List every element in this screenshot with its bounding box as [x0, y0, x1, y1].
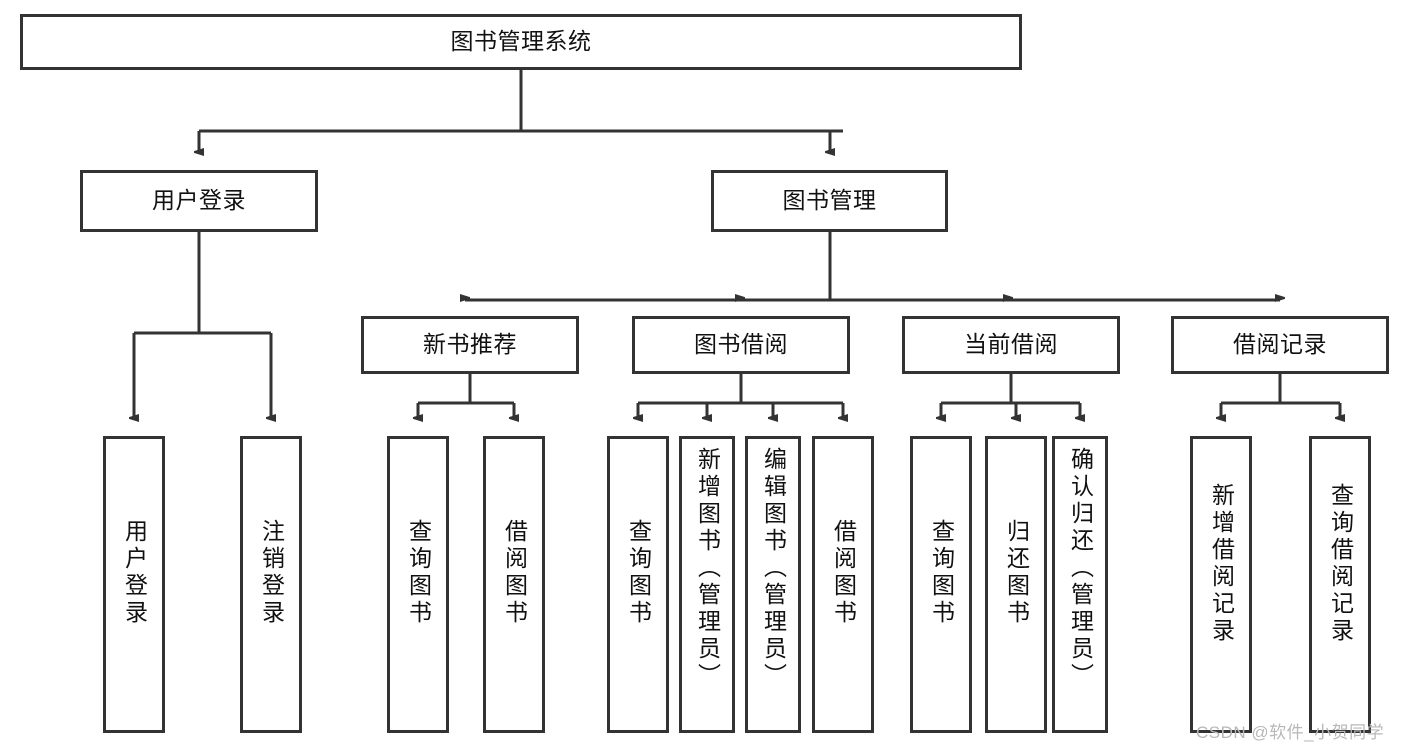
node-new-book-rec-label: 新书推荐: [423, 331, 517, 358]
node-leaf-edit-book-label: 编辑图书（管理员）: [760, 447, 787, 690]
node-leaf-user-login-label: 用户登录: [121, 519, 148, 627]
node-leaf-borrow-book-1[interactable]: 借阅图书: [483, 436, 545, 733]
node-root[interactable]: 图书管理系统: [20, 14, 1022, 70]
node-leaf-query-record[interactable]: 查询借阅记录: [1309, 436, 1371, 733]
node-leaf-add-record[interactable]: 新增借阅记录: [1190, 436, 1252, 733]
node-book-manage[interactable]: 图书管理: [711, 170, 948, 232]
node-leaf-logout-label: 注销登录: [258, 519, 285, 627]
node-leaf-query-book-1[interactable]: 查询图书: [387, 436, 449, 733]
node-leaf-borrow-book-2-label: 借阅图书: [830, 519, 857, 627]
node-leaf-edit-book[interactable]: 编辑图书（管理员）: [745, 436, 801, 733]
node-leaf-query-book-2-label: 查询图书: [625, 519, 652, 627]
node-leaf-add-record-label: 新增借阅记录: [1208, 483, 1235, 645]
node-leaf-query-book-1-label: 查询图书: [405, 519, 432, 627]
node-book-borrow-label: 图书借阅: [694, 331, 788, 358]
node-borrow-record[interactable]: 借阅记录: [1171, 316, 1389, 374]
node-user-login[interactable]: 用户登录: [80, 170, 318, 232]
node-leaf-query-book-3-label: 查询图书: [928, 519, 955, 627]
node-root-label: 图书管理系统: [450, 28, 592, 55]
node-leaf-borrow-book-2[interactable]: 借阅图书: [812, 436, 874, 733]
node-leaf-borrow-book-1-label: 借阅图书: [501, 519, 528, 627]
node-leaf-confirm-return[interactable]: 确认归还（管理员）: [1052, 436, 1108, 733]
node-leaf-return-book-label: 归还图书: [1003, 519, 1030, 627]
node-leaf-query-record-label: 查询借阅记录: [1327, 483, 1354, 645]
node-leaf-confirm-return-label: 确认归还（管理员）: [1067, 447, 1094, 690]
node-leaf-query-book-3[interactable]: 查询图书: [910, 436, 972, 733]
node-book-manage-label: 图书管理: [782, 187, 877, 214]
node-leaf-user-login[interactable]: 用户登录: [103, 436, 165, 733]
node-leaf-logout[interactable]: 注销登录: [240, 436, 302, 733]
node-leaf-return-book[interactable]: 归还图书: [985, 436, 1047, 733]
node-current-borrow[interactable]: 当前借阅: [902, 316, 1120, 374]
node-leaf-add-book-label: 新增图书（管理员）: [694, 447, 721, 690]
node-book-borrow[interactable]: 图书借阅: [632, 316, 850, 374]
node-current-borrow-label: 当前借阅: [964, 331, 1058, 358]
node-new-book-rec[interactable]: 新书推荐: [361, 316, 579, 374]
node-leaf-add-book[interactable]: 新增图书（管理员）: [679, 436, 735, 733]
node-borrow-record-label: 借阅记录: [1233, 331, 1327, 358]
node-user-login-label: 用户登录: [152, 187, 246, 214]
csdn-watermark: CSDN @软件_小贺同学: [1196, 723, 1385, 742]
node-leaf-query-book-2[interactable]: 查询图书: [607, 436, 669, 733]
